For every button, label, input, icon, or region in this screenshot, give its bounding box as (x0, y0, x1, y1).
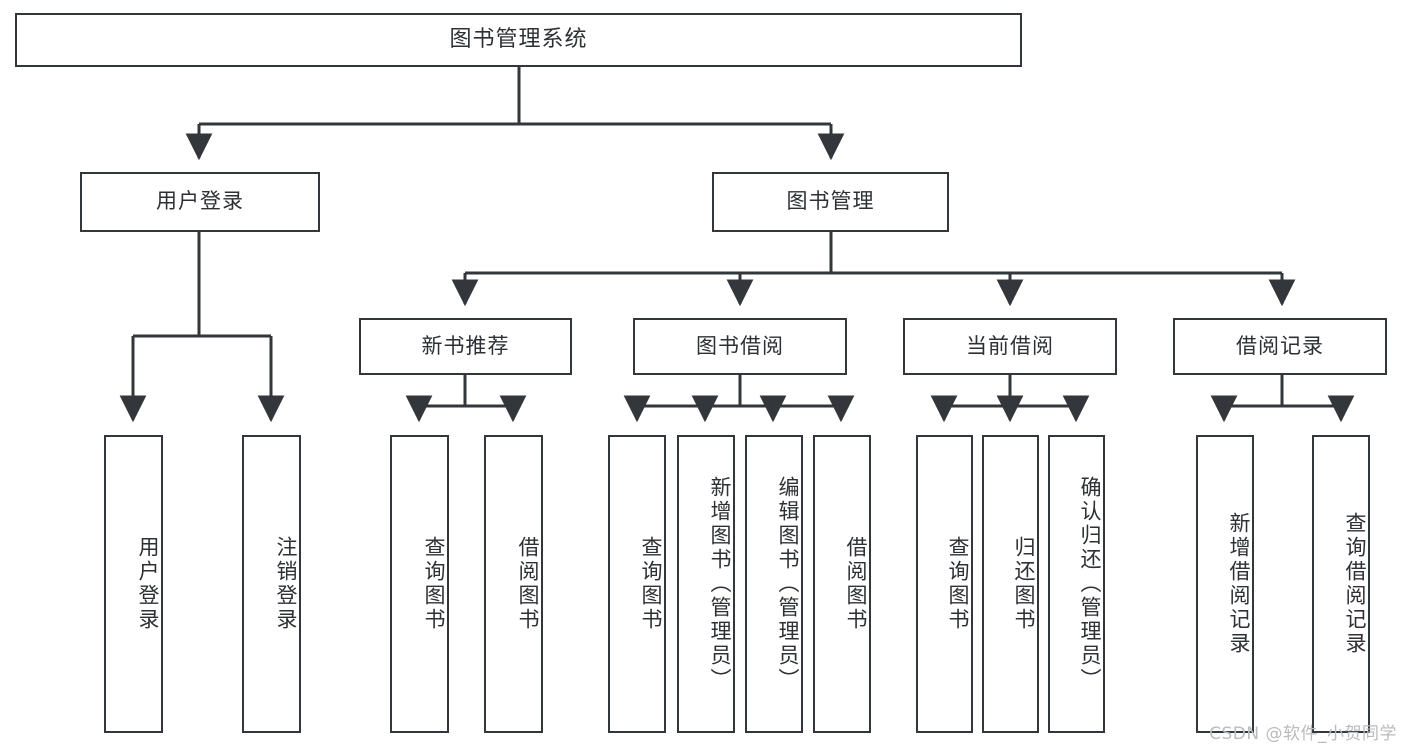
csdn-watermark: CSDN @软件_小贺同学 (1209, 724, 1397, 744)
leaf-user-login[interactable]: 用户登录 (104, 435, 163, 733)
node-new-book-recommend[interactable]: 新书推荐 (359, 318, 572, 375)
node-book-borrow[interactable]: 图书借阅 (633, 318, 847, 375)
leaf-query-book-current[interactable]: 查询图书 (916, 435, 973, 733)
edges-book-manage (451, 232, 1296, 307)
leaf-label: 注销登录 (274, 536, 298, 632)
leaf-label: 编辑图书（管理员） (776, 476, 800, 692)
leaf-add-book[interactable]: 新增图书（管理员） (677, 435, 735, 733)
leaf-logout-login[interactable]: 注销登录 (242, 435, 301, 733)
edges-borrow-record (1210, 375, 1355, 423)
leaf-query-book-borrow[interactable]: 查询图书 (608, 435, 666, 733)
leaf-label: 用户登录 (136, 536, 160, 632)
leaf-query-borrow-record[interactable]: 查询借阅记录 (1312, 435, 1370, 733)
node-borrow-record[interactable]: 借阅记录 (1173, 318, 1387, 375)
node-book-manage[interactable]: 图书管理 (712, 172, 949, 232)
leaf-label: 查询图书 (639, 536, 663, 632)
leaf-label: 确认归还（管理员） (1078, 476, 1102, 692)
leaf-label: 新增借阅记录 (1227, 512, 1251, 656)
edges-user-login (119, 232, 285, 423)
node-user-login[interactable]: 用户登录 (80, 172, 320, 232)
leaf-edit-book[interactable]: 编辑图书（管理员） (745, 435, 803, 733)
leaf-label: 查询图书 (946, 536, 970, 632)
leaf-query-book-recommend[interactable]: 查询图书 (390, 435, 449, 733)
leaf-return-book[interactable]: 归还图书 (982, 435, 1039, 733)
leaf-label: 借阅图书 (844, 536, 868, 632)
node-current-borrow[interactable]: 当前借阅 (903, 318, 1117, 375)
leaf-label: 查询借阅记录 (1343, 512, 1367, 656)
node-root-system[interactable]: 图书管理系统 (15, 13, 1022, 67)
leaf-label: 新增图书（管理员） (708, 476, 732, 692)
leaf-add-borrow-record[interactable]: 新增借阅记录 (1196, 435, 1254, 733)
leaf-borrow-book-recommend[interactable]: 借阅图书 (484, 435, 543, 733)
edges-new-book-recommend (405, 375, 527, 423)
leaf-label: 查询图书 (422, 536, 446, 632)
leaf-confirm-return[interactable]: 确认归还（管理员） (1048, 435, 1105, 733)
leaf-label: 归还图书 (1012, 536, 1036, 632)
edges-book-borrow (623, 375, 855, 423)
leaf-borrow-book[interactable]: 借阅图书 (813, 435, 871, 733)
edges-current-borrow (930, 375, 1090, 423)
leaf-label: 借阅图书 (516, 536, 540, 632)
edges-root (185, 67, 845, 161)
